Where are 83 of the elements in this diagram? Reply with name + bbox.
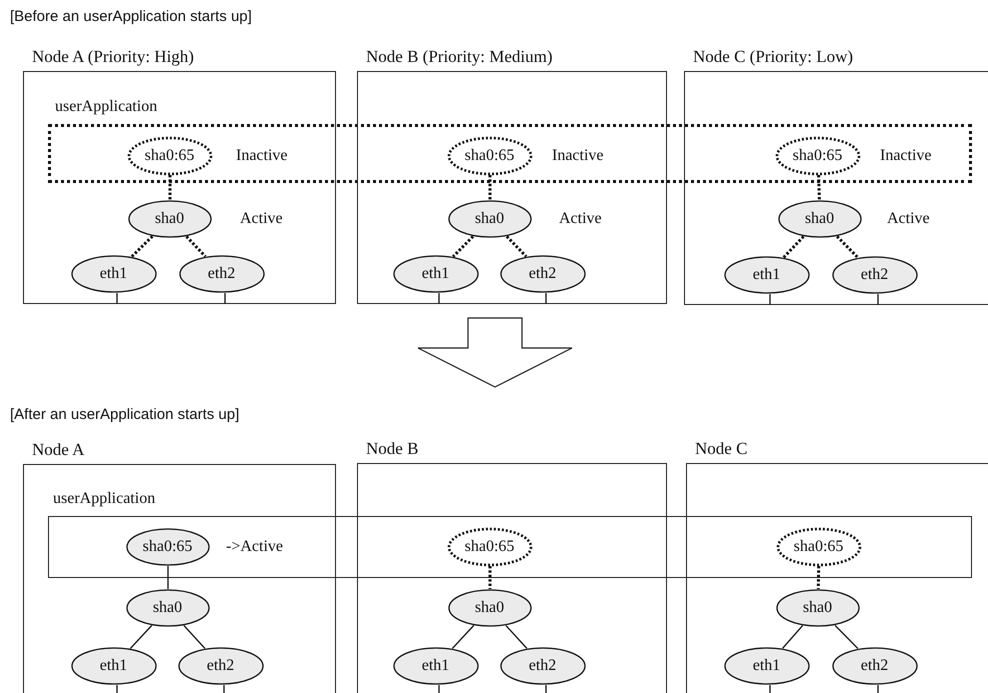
resource-name: eth2 — [206, 264, 236, 282]
section-heading: [After an userApplication starts up] — [10, 406, 240, 423]
resource-ellipse — [128, 200, 212, 238]
resource-ellipse — [392, 254, 478, 292]
status-label: Active — [887, 210, 930, 228]
status-label: Active — [559, 210, 602, 228]
resource-ellipse — [832, 646, 918, 684]
resource-name: sha0 — [474, 210, 506, 228]
resource-ellipse — [776, 136, 860, 174]
connector-line — [506, 625, 528, 649]
group-title: userApplication — [53, 490, 156, 508]
node-title: Node A — [32, 440, 84, 460]
resource-name: eth1 — [98, 264, 128, 282]
resource-name: eth1 — [420, 264, 450, 282]
resource-ellipse — [448, 588, 532, 626]
resource-name: sha0:65 — [464, 538, 516, 556]
resource-ellipse — [776, 528, 860, 566]
node-title: Node B — [366, 439, 418, 459]
resource-ellipse — [126, 528, 210, 566]
resource-name: sha0:65 — [144, 146, 196, 164]
resource-name: eth2 — [860, 656, 890, 674]
resource-ellipse — [832, 256, 918, 294]
resource-name: sha0 — [154, 210, 186, 228]
status-label: Inactive — [880, 147, 932, 165]
resource-ellipse — [392, 646, 478, 684]
connector-line — [834, 624, 858, 650]
resource-name: sha0:65 — [464, 146, 516, 164]
resource-ellipse — [448, 200, 532, 238]
node-title: Node C — [695, 439, 748, 459]
connector-line — [168, 175, 172, 200]
connector-line — [488, 175, 492, 200]
resource-name: sha0 — [804, 210, 836, 228]
resource-name: eth2 — [528, 656, 558, 674]
node-title: Node B (Priority: Medium) — [366, 47, 553, 67]
resource-name: sha0 — [152, 598, 184, 616]
resource-ellipse — [448, 528, 532, 566]
resource-ellipse — [178, 254, 264, 292]
resource-name: sha0:65 — [142, 538, 194, 556]
connector-line — [782, 235, 805, 259]
resource-name: sha0:65 — [792, 538, 844, 556]
resource-ellipse — [778, 200, 862, 238]
resource-ellipse — [126, 588, 210, 626]
status-label: Active — [240, 210, 283, 228]
resource-name: eth1 — [420, 656, 450, 674]
resource-name: sha0 — [802, 598, 834, 616]
resource-ellipse — [500, 254, 586, 292]
connector-line — [817, 174, 821, 200]
resource-ellipse — [70, 646, 156, 684]
status-label: Inactive — [236, 147, 288, 165]
connector-line — [130, 235, 154, 258]
resource-ellipse — [70, 254, 156, 292]
node-title: Node C (Priority: Low) — [693, 47, 854, 67]
resource-name: eth1 — [98, 656, 128, 674]
resource-name: eth1 — [752, 656, 782, 674]
resource-ellipse — [448, 136, 532, 174]
resource-name: eth1 — [752, 266, 782, 284]
resource-name: sha0 — [474, 598, 506, 616]
status-label: Inactive — [552, 147, 604, 165]
resource-ellipse — [724, 256, 810, 294]
resource-ellipse — [178, 646, 264, 684]
connector-line — [488, 566, 492, 589]
resource-ellipse — [500, 646, 586, 684]
resource-ellipse — [128, 136, 212, 174]
connector-line — [836, 235, 859, 259]
connector-line — [816, 566, 820, 590]
connector-line — [130, 625, 152, 649]
connector-line — [185, 235, 206, 258]
group-title: userApplication — [55, 98, 158, 116]
status-label: ->Active — [226, 538, 283, 556]
resource-name: eth2 — [528, 264, 558, 282]
connector-line — [452, 235, 474, 258]
resource-ellipse — [776, 588, 860, 626]
node-title: Node A (Priority: High) — [32, 47, 194, 67]
resource-ellipse — [724, 646, 810, 684]
connector-line — [782, 625, 803, 649]
resource-name: sha0:65 — [792, 146, 844, 164]
resource-name: eth2 — [206, 656, 236, 674]
connector-line — [452, 625, 474, 649]
section-heading: [Before an userApplication starts up] — [10, 8, 252, 25]
connector-line — [506, 235, 528, 258]
connector-line — [184, 625, 206, 649]
connector-line — [167, 566, 169, 589]
resource-name: eth2 — [860, 266, 890, 284]
